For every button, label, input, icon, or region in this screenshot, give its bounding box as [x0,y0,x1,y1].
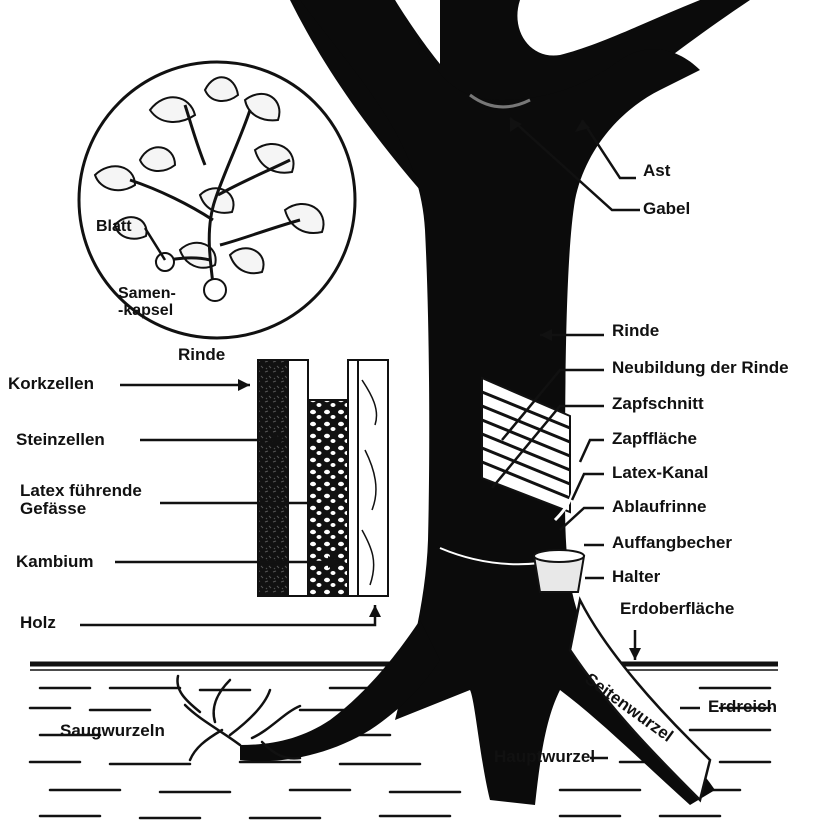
label-neubildung: Neubildung der Rinde [612,359,789,377]
seed-capsule [204,279,226,301]
cambium-layer [348,360,358,596]
label-ablaufrinne: Ablaufrinne [612,498,706,516]
seed-capsule-2 [156,253,174,271]
label-rinde-title: Rinde [178,346,225,364]
label-gabel: Gabel [643,200,690,218]
label-steinzellen: Steinzellen [16,431,105,449]
label-zapfflaeche: Zapffläche [612,430,697,448]
label-rinde: Rinde [612,322,659,340]
label-erdoberflaeche: Erdoberfläche [620,600,734,618]
stone-cell-layer [288,360,308,596]
cork-layer [258,360,288,596]
label-samenkapsel: Samen- -kapsel [118,286,176,320]
label-korkzellen: Korkzellen [8,375,94,393]
label-holz: Holz [20,614,56,632]
label-auffangbecher: Auffangbecher [612,534,732,552]
label-kambium: Kambium [16,553,93,571]
label-erdreich: Erdreich [708,698,777,716]
bark-section [258,360,388,596]
label-saugwurzeln: Saugwurzeln [60,722,165,740]
label-latex-gefaesse: Latex führende Gefässe [20,482,142,518]
label-zapfschnitt: Zapfschnitt [612,395,704,413]
label-halter: Halter [612,568,660,586]
label-latex-kanal: Latex-Kanal [612,464,708,482]
label-blatt: Blatt [96,219,132,236]
label-hauptwurzel: Hauptwurzel [494,748,595,766]
label-ast: Ast [643,162,670,180]
